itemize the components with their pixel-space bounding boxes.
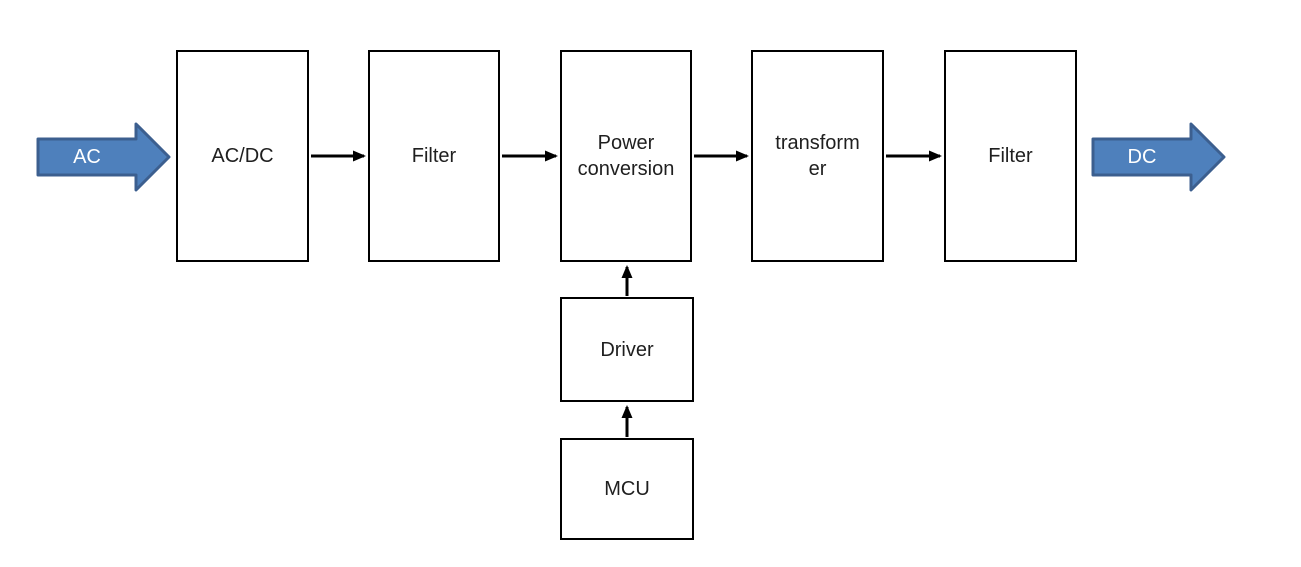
block-power-conversion-label: Power conversion — [577, 132, 675, 180]
block-acdc: AC/DC — [176, 50, 309, 262]
block-acdc-label: AC/DC — [211, 145, 274, 167]
block-power-conversion: Power conversion — [560, 50, 692, 262]
block-driver: Driver — [560, 297, 694, 402]
block-driver-label: Driver — [600, 338, 654, 361]
block-filter-output: Filter — [944, 50, 1077, 262]
block-filter-input-label: Filter — [411, 145, 457, 167]
block-filter-input: Filter — [368, 50, 500, 262]
block-transformer: transformer — [751, 50, 884, 262]
block-mcu-label: MCU — [604, 478, 650, 500]
dc-output-label: DC — [1127, 145, 1157, 168]
block-transformer-label: transformer — [775, 132, 860, 180]
block-mcu: MCU — [560, 438, 694, 540]
ac-input-label: AC — [73, 145, 101, 168]
block-filter-output-label: Filter — [988, 145, 1033, 167]
